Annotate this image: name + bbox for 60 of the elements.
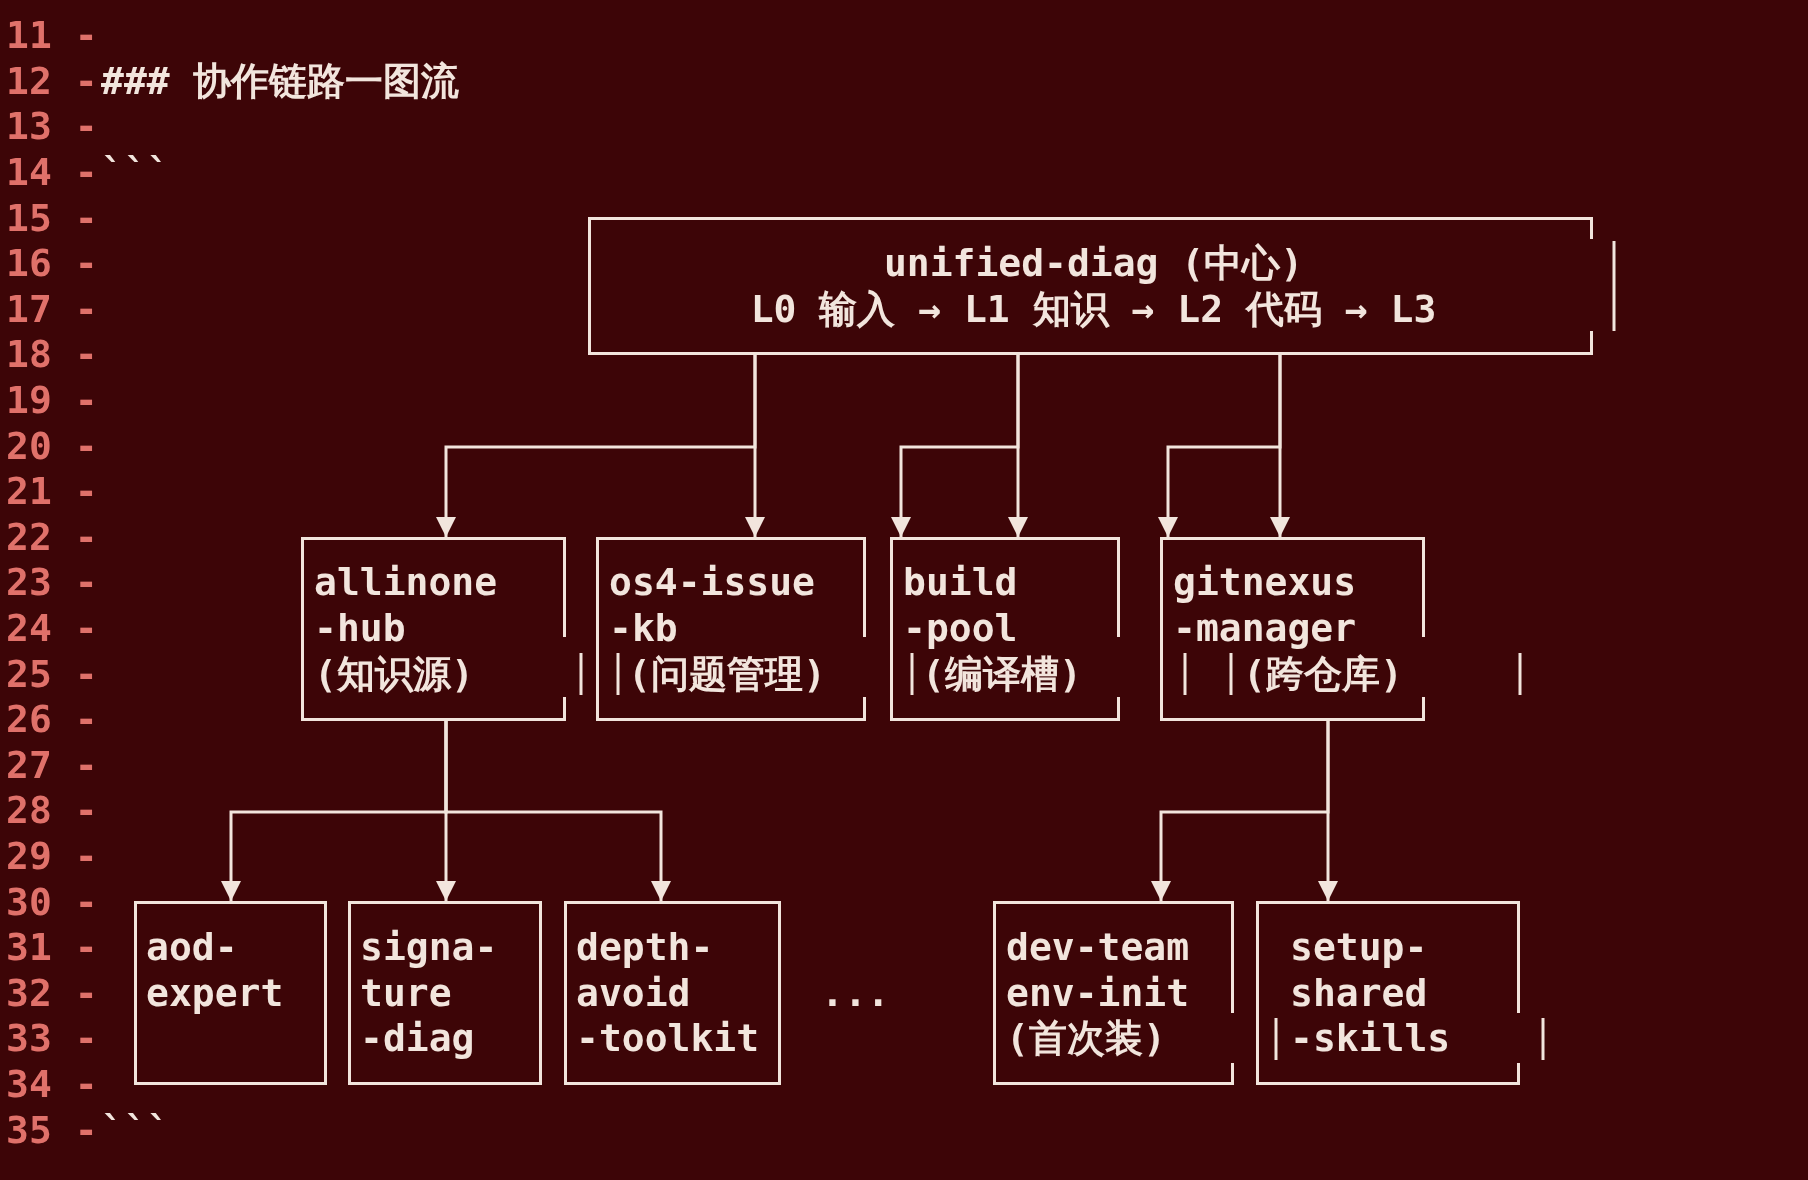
ellipsis-text: ... xyxy=(821,970,890,1017)
box-title: signa- ture -diag xyxy=(360,925,499,1062)
process-box xyxy=(588,217,1593,355)
box-text: (问题管理) xyxy=(628,651,827,698)
line-number: 28 - xyxy=(6,788,98,834)
box-title: unified-diag (中心) xyxy=(882,241,1305,287)
box-title: aod- expert xyxy=(146,925,285,1017)
box-title: dev-team env-init xyxy=(1006,925,1191,1017)
box-title: depth- avoid -toolkit xyxy=(576,925,761,1062)
process-box xyxy=(1256,901,1520,1085)
process-box xyxy=(301,537,566,721)
line-number: 20 - xyxy=(6,423,98,470)
box-title: os4-issue -kb xyxy=(609,560,816,652)
line-number: 34 - xyxy=(6,1062,98,1108)
process-box xyxy=(1160,537,1425,721)
line-number: 32 - xyxy=(6,970,98,1017)
line-number: 14 - xyxy=(6,150,98,196)
process-box xyxy=(564,901,781,1085)
box-text: (编译槽) xyxy=(922,651,1083,698)
line-number: 29 - xyxy=(6,834,98,880)
line-number: 19 - xyxy=(6,378,98,424)
process-box xyxy=(596,537,866,721)
box-title: build -pool xyxy=(903,560,1019,652)
box-title: allinone -hub xyxy=(314,560,499,652)
line-number: 25 - xyxy=(6,651,98,698)
line-number: 11 - xyxy=(6,13,98,59)
line-number: 12 - xyxy=(6,58,98,105)
box-title: setup- shared -skills xyxy=(1290,925,1452,1062)
arrow xyxy=(1008,355,1028,537)
process-box xyxy=(993,901,1234,1085)
line-number: 30 - xyxy=(6,879,98,926)
box-text: (跨仓库) xyxy=(1243,651,1404,698)
line-number: 16 - xyxy=(6,241,98,287)
box-text: (知识源) xyxy=(314,651,475,698)
line-number: 15 - xyxy=(6,195,98,242)
process-box xyxy=(134,901,327,1085)
arrow xyxy=(1318,721,1338,901)
box-text: (首次装) xyxy=(1006,1016,1167,1062)
line-number: 24 - xyxy=(6,606,98,652)
line-number: 18 - xyxy=(6,332,98,378)
line-number: 21 - xyxy=(6,469,98,515)
code-fence: ``` xyxy=(101,1107,170,1154)
line-number: 17 - xyxy=(6,286,98,333)
line-number: 22 - xyxy=(6,514,98,561)
arrow xyxy=(745,355,765,537)
box-text: L0 输入 → L1 知识 → L2 代码 → L3 xyxy=(749,286,1438,333)
section-heading: ### 协作链路一图流 xyxy=(101,58,459,105)
arrow xyxy=(444,721,671,901)
line-number: 27 - xyxy=(6,742,98,789)
line-number: 33 - xyxy=(6,1016,98,1062)
process-box xyxy=(890,537,1120,721)
process-box xyxy=(348,901,542,1085)
line-number: 35 - xyxy=(6,1107,98,1154)
code-fence: ``` xyxy=(101,150,170,196)
line-number: 31 - xyxy=(6,925,98,971)
line-number: 23 - xyxy=(6,560,98,606)
line-number: 26 - xyxy=(6,697,98,743)
box-title: gitnexus -manager xyxy=(1173,560,1358,652)
line-number: 13 - xyxy=(6,104,98,150)
arrow xyxy=(1270,355,1290,537)
